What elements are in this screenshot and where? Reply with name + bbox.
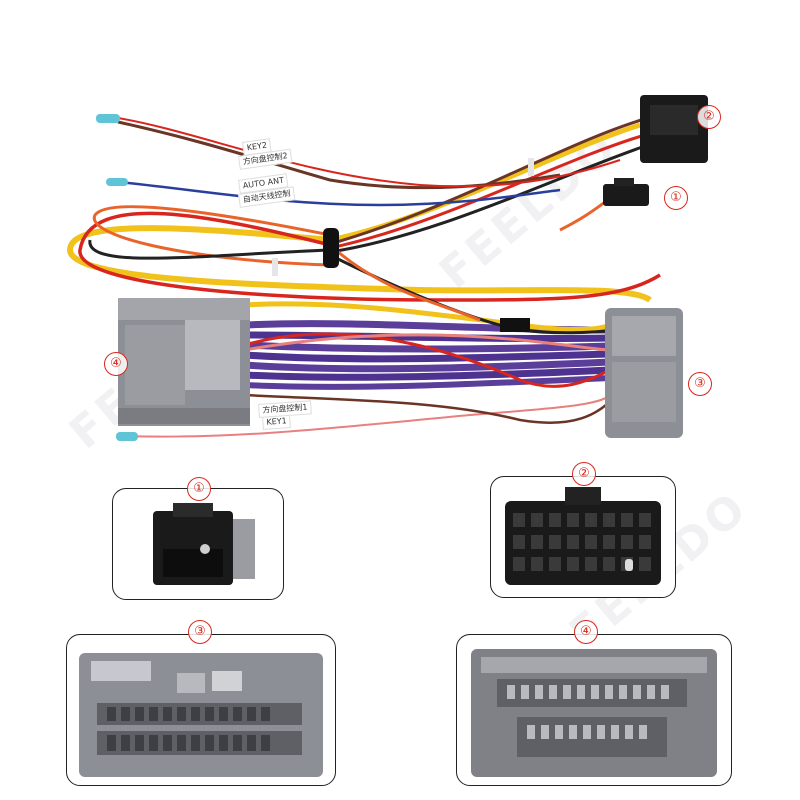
detail-panel-connector-3 xyxy=(66,634,336,786)
cable-tie-2 xyxy=(272,258,278,276)
wire-key2-brown xyxy=(117,120,561,190)
wire-key2-red xyxy=(117,117,621,188)
connector-4 xyxy=(118,298,250,426)
wire-loop-black xyxy=(88,239,331,260)
marker-2: ② xyxy=(697,105,721,129)
wire-harness xyxy=(66,95,708,441)
panel-2-marker: ② xyxy=(572,462,596,486)
cable-tie-1 xyxy=(528,158,534,176)
detail-panel-connector-1 xyxy=(112,488,284,600)
tip-key2 xyxy=(96,114,120,123)
marker-3: ③ xyxy=(688,372,712,396)
wire-to-c2-black xyxy=(329,143,649,254)
wire-to-c2-brown xyxy=(329,116,649,246)
wire-loop-red xyxy=(78,211,661,302)
connector-3 xyxy=(605,308,683,438)
connector-4-closeup xyxy=(471,649,717,777)
tip-ant xyxy=(106,178,128,186)
detail-panel-connector-4 xyxy=(456,634,732,786)
connector-2-closeup xyxy=(505,487,661,585)
heatshrink xyxy=(500,318,530,332)
wire-ant-blue xyxy=(117,180,561,207)
panel-4-marker: ④ xyxy=(574,620,598,644)
marker-1: ① xyxy=(664,186,688,210)
wire-loop-yellow xyxy=(66,225,652,303)
tip-key1 xyxy=(116,432,138,441)
panel-3-marker: ③ xyxy=(188,620,212,644)
purple-bundle xyxy=(244,320,611,390)
wire-bundle-brown xyxy=(244,393,613,424)
connector-3-closeup xyxy=(79,653,323,777)
panel-1-marker: ① xyxy=(187,477,211,501)
connector-2 xyxy=(640,95,708,163)
marker-4: ④ xyxy=(104,352,128,376)
connector-1 xyxy=(603,178,649,206)
wire-bundle-orange xyxy=(328,243,481,322)
wire-to-c2-red xyxy=(329,133,646,250)
tape-binding xyxy=(323,228,339,268)
connector-1-closeup xyxy=(153,503,255,585)
wire-key1-pink xyxy=(124,394,611,438)
wire-bundle-red xyxy=(244,332,611,388)
detail-panel-connector-2 xyxy=(490,476,676,598)
wire-bundle-pink xyxy=(244,333,611,352)
wire-to-c2-yellow xyxy=(329,122,641,243)
